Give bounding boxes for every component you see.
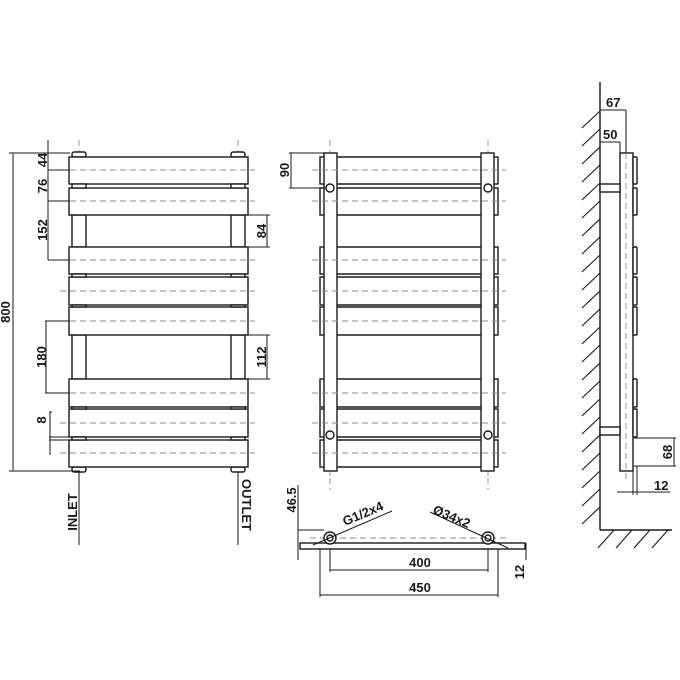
dim-bracket-height: 68 — [660, 445, 675, 459]
dim-wall-to-front: 67 — [606, 95, 620, 110]
bracket-hole-icon — [325, 430, 335, 440]
bracket-hole-icon — [325, 183, 335, 193]
wall-hatch — [581, 110, 669, 549]
dim-bar-spacing: 8 — [34, 416, 49, 423]
inlet-label: INLET — [65, 493, 80, 531]
bracket-hole-icon — [483, 430, 493, 440]
rear-bar-tabs — [319, 156, 499, 468]
rear-view: 90 — [277, 140, 506, 480]
dim-wall-to-pipe: 50 — [603, 127, 617, 142]
dim-bracket-offset: 90 — [277, 163, 292, 177]
dim-overall-width: 450 — [409, 580, 431, 595]
dim-connection-height: 46.5 — [284, 487, 299, 512]
diameter-label: Ø34x2 — [431, 502, 473, 531]
dim-bar-pitch: 76 — [35, 179, 50, 193]
dim-top-gap: 152 — [35, 219, 50, 241]
outlet-label: OUTLET — [239, 479, 254, 531]
dim-pipe-centers: 400 — [409, 555, 431, 570]
bracket-hole-icon — [483, 183, 493, 193]
front-view: 800 44 76 152 84 180 112 8 — [0, 140, 270, 545]
side-view: 67 50 68 12 — [581, 82, 676, 549]
dim-mid-gap-clear: 112 — [254, 347, 269, 368]
dim-top-offset: 44 — [35, 152, 50, 167]
dim-panel-depth: 12 — [512, 565, 527, 579]
thread-label: G1/2x4 — [340, 498, 386, 529]
dim-bar-thickness: 12 — [654, 478, 668, 493]
dim-top-gap-clear: 84 — [254, 223, 269, 238]
dim-mid-gap: 180 — [34, 346, 49, 368]
dim-overall-height: 800 — [0, 301, 13, 323]
front-bars — [68, 156, 249, 468]
bottom-view: G1/2x4 Ø34x2 46.5 400 450 12 — [284, 478, 527, 597]
